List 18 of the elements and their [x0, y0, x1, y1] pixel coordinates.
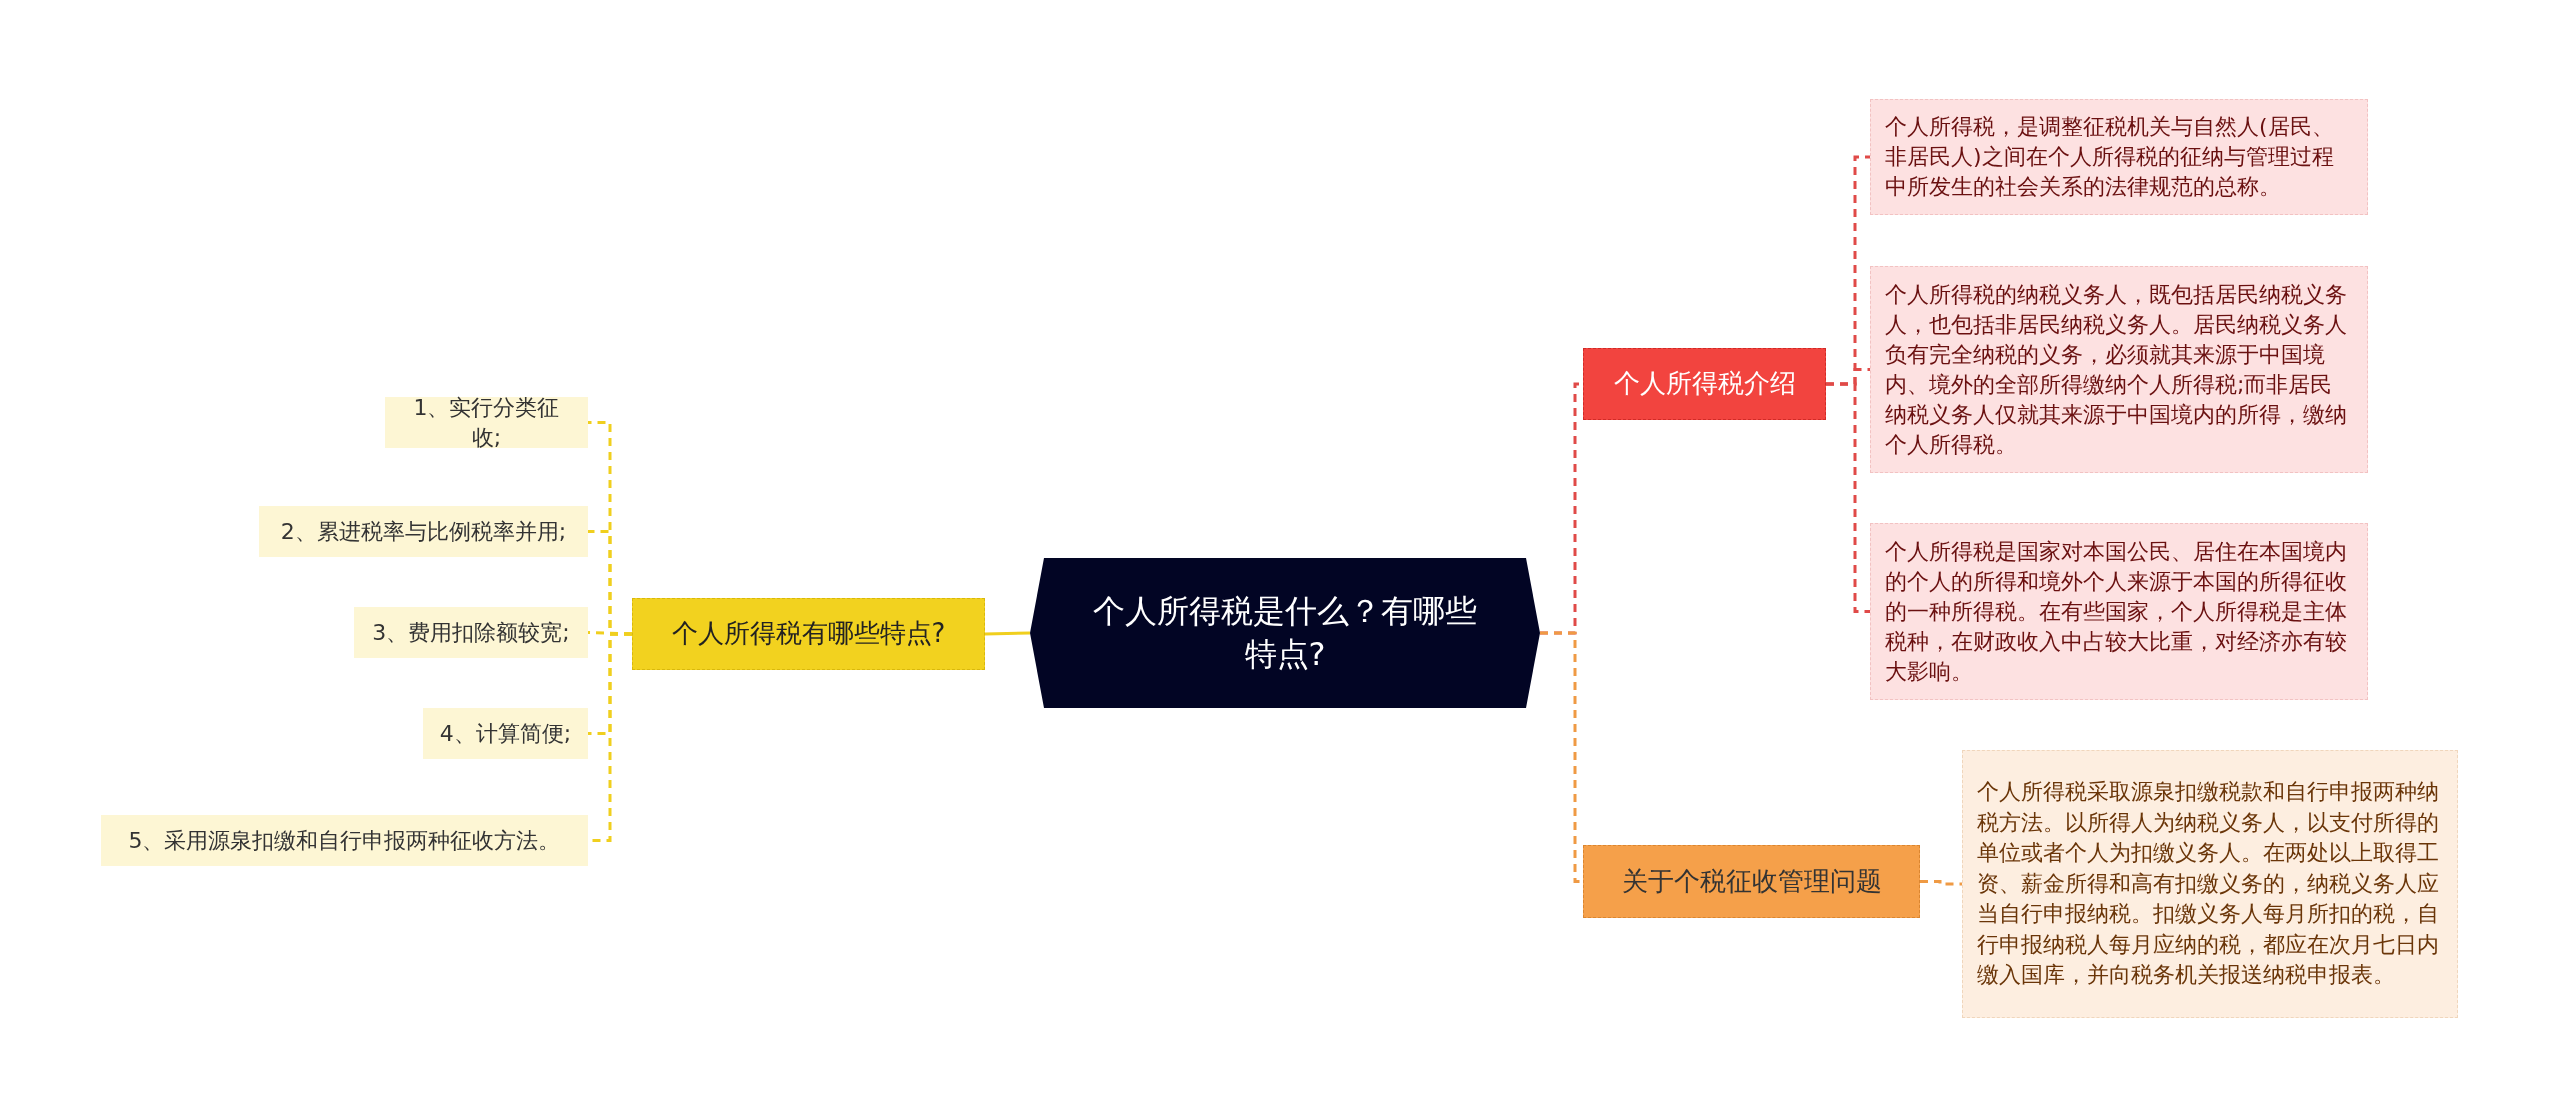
branch-box: 个人所得税介绍 — [1583, 348, 1826, 420]
leaf-box: 1、实行分类征收; — [385, 397, 588, 448]
leaf-box: 5、采用源泉扣缴和自行申报两种征收方法。 — [101, 815, 588, 866]
connector-line — [1826, 382, 1870, 613]
leaf-box: 3、费用扣除额较宽; — [354, 607, 588, 658]
branch-box: 个人所得税有哪些特点? — [632, 598, 985, 670]
leaf-box: 4、计算简便; — [423, 708, 588, 759]
connector-line — [587, 631, 633, 636]
note-box: 个人所得税是国家对本国公民、居住在本国境内的个人的所得和境外个人来源于本国的所得征收的一种所得税。在有些国家，个人所得税是主体税种，在财政收入中占较大比重，对经济亦有较大影响。 — [1870, 523, 2368, 700]
branch-box: 关于个税征收管理问题 — [1583, 845, 1920, 918]
note-box: 个人所得税采取源泉扣缴税款和自行申报两种纳税方法。以所得人为纳税义务人，以支付所得的单位或者个人为扣缴义务人。在两处以上取得工资、薪金所得和高有扣缴义务的，纳税义务人应当自行申报纳税。扣缴义务人每月所扣的税，自行申报纳税人每月应纳的税，都应在次月七日内缴入国库，并向税务机关报送纳税申报表。 — [1962, 750, 2458, 1018]
leaf-box: 2、累进税率与比例税率并用; — [259, 506, 588, 557]
connector-line — [1540, 631, 1583, 883]
central-topic: 个人所得税是什么？有哪些特点? — [1030, 558, 1540, 708]
note-box: 个人所得税的纳税义务人，既包括居民纳税义务人，也包括非居民纳税义务人。居民纳税义务人负有完全纳税的义务，必须就其来源于中国境内、境外的全部所得缴纳个人所得税;而非居民纳税义务人仅就其来源于中国境内的所得，缴纳个人所得税。 — [1870, 266, 2368, 473]
note-box: 个人所得税，是调整征税机关与自然人(居民、非居民人)之间在个人所得税的征纳与管理过程中所发生的社会关系的法律规范的总称。 — [1870, 99, 2368, 215]
connector-line — [984, 631, 1031, 636]
connector-line — [1920, 880, 1962, 886]
